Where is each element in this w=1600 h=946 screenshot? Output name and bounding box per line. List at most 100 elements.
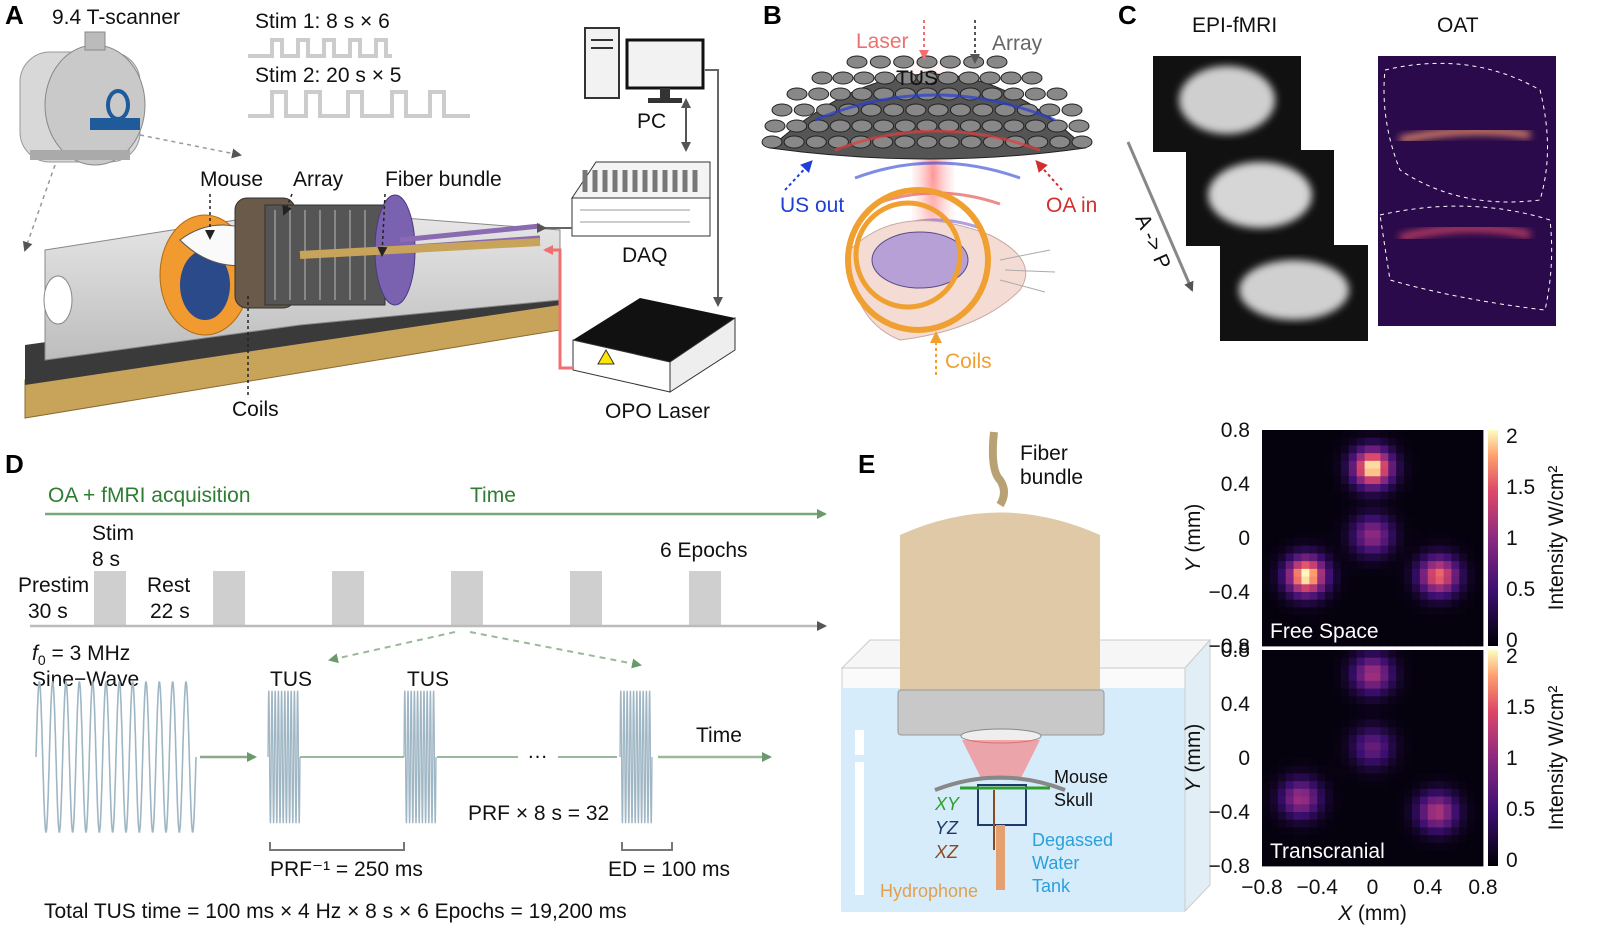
heatmap-cell [1364,592,1373,601]
heatmap-cell [1364,804,1373,813]
heatmap-cell [1459,742,1468,751]
heatmap-cell [1404,657,1413,666]
heatmap-cell [1333,545,1342,554]
heatmap-cell [1277,727,1287,736]
heatmap-cell [1459,545,1468,554]
heatmap-cell [1396,538,1405,547]
heatmap-cell [1427,665,1437,674]
heatmap-cell [1325,499,1334,508]
heatmap-cell [1340,727,1350,736]
heatmap-cell [1269,615,1279,624]
heatmap-cell [1380,630,1389,639]
heatmap-cell [1467,445,1476,454]
heatmap-cell [1443,538,1452,547]
heatmap-cell [1317,561,1326,570]
heatmap-cell [1285,819,1294,828]
heatmap-cell [1427,545,1437,554]
heatmap-cell [1459,445,1468,454]
heatmap-cell [1388,696,1397,705]
heatmap-cell [1317,499,1326,508]
heatmap-cell [1269,858,1279,867]
heatmap-cell [1419,858,1429,867]
heatmap-cell [1388,545,1397,554]
heatmap-cell [1348,734,1358,743]
heatmap-cell [1293,742,1302,751]
array-element [853,71,875,85]
heatmap-cell [1364,484,1373,493]
array-element [761,135,783,149]
heatmap-cell [1309,727,1318,736]
heatmap-cell [1340,468,1350,477]
heatmap-cell [1340,788,1350,797]
heatmap-cell [1435,484,1444,493]
heatmap-cell [1340,437,1350,446]
heatmap-cell [1262,615,1271,624]
heatmap-cell [1262,850,1271,859]
heatmap-cell [1277,476,1287,485]
heatmap-cell [1443,522,1452,531]
heatmap-cell [1301,858,1310,867]
heatmap-cell [1419,827,1429,836]
heatmap-cell [1340,514,1350,523]
heatmap-cell [1435,704,1444,713]
heatmap-cell [1262,727,1271,736]
heatmap-cell [1475,704,1484,713]
heatmap-cell [1411,453,1421,462]
heatmap-cell [1301,615,1310,624]
array-element [1046,87,1068,101]
heatmap-cell [1348,507,1358,516]
heatmap-cell [1285,553,1294,562]
heatmap-cell [1293,835,1302,844]
heatmap-cell [1340,696,1350,705]
heatmap-cell [1325,622,1334,631]
heatmap-cell [1333,781,1342,790]
heatmap-cell [1427,622,1437,631]
heatmap-cell [1333,827,1342,836]
heatmap-cell [1411,812,1421,821]
heatmap-cell [1459,665,1468,674]
heatmap-cell [1419,499,1429,508]
heatmap-cell [1372,607,1381,616]
heatmap-cell [1435,804,1444,813]
heatmap-cell [1396,765,1405,774]
heatmap-cell [1262,827,1271,836]
heatmap-cell [1467,584,1476,593]
heatmap-cell [1451,638,1460,647]
heatmap-cell [1356,711,1365,720]
heatmap-cell [1372,576,1381,585]
heatmap-cell [1269,696,1279,705]
heatmap-cell [1277,704,1287,713]
heatmap-cell [1435,796,1444,805]
heatmap-cell [1333,665,1342,674]
heatmap-cell [1411,696,1421,705]
heatmap-cell [1404,499,1413,508]
array-element [860,103,882,117]
heatmap-cell [1435,584,1444,593]
heatmap-cell [1277,638,1287,647]
heatmap-cell [1333,657,1342,666]
heatmap-cell [1364,499,1373,508]
heatmap-cell [1459,819,1468,828]
heatmap-cell [1443,812,1452,821]
heatmap-cell [1427,680,1437,689]
heatmap-cell [1262,460,1271,469]
rest-duration: 22 s [150,600,190,623]
heatmap-cell [1475,453,1484,462]
heatmap-cell [1285,476,1294,485]
heatmap-cell [1364,673,1373,682]
heatmap-cell [1411,592,1421,601]
heatmap-cell [1435,727,1444,736]
heatmap-cell [1451,827,1460,836]
heatmap-cell [1459,499,1468,508]
heatmap-cell [1451,657,1460,666]
heatmap-cell [1451,599,1460,608]
heatmap-cell [1277,491,1287,500]
coils-label-b: Coils [945,350,992,373]
heatmap-cell [1285,796,1294,805]
heatmap-cell [1317,522,1326,531]
heatmap-cell [1269,468,1279,477]
heatmap-cell [1404,796,1413,805]
heatmap-cell [1396,734,1405,743]
heatmap-cell [1277,445,1287,454]
heatmap-cell [1459,673,1468,682]
